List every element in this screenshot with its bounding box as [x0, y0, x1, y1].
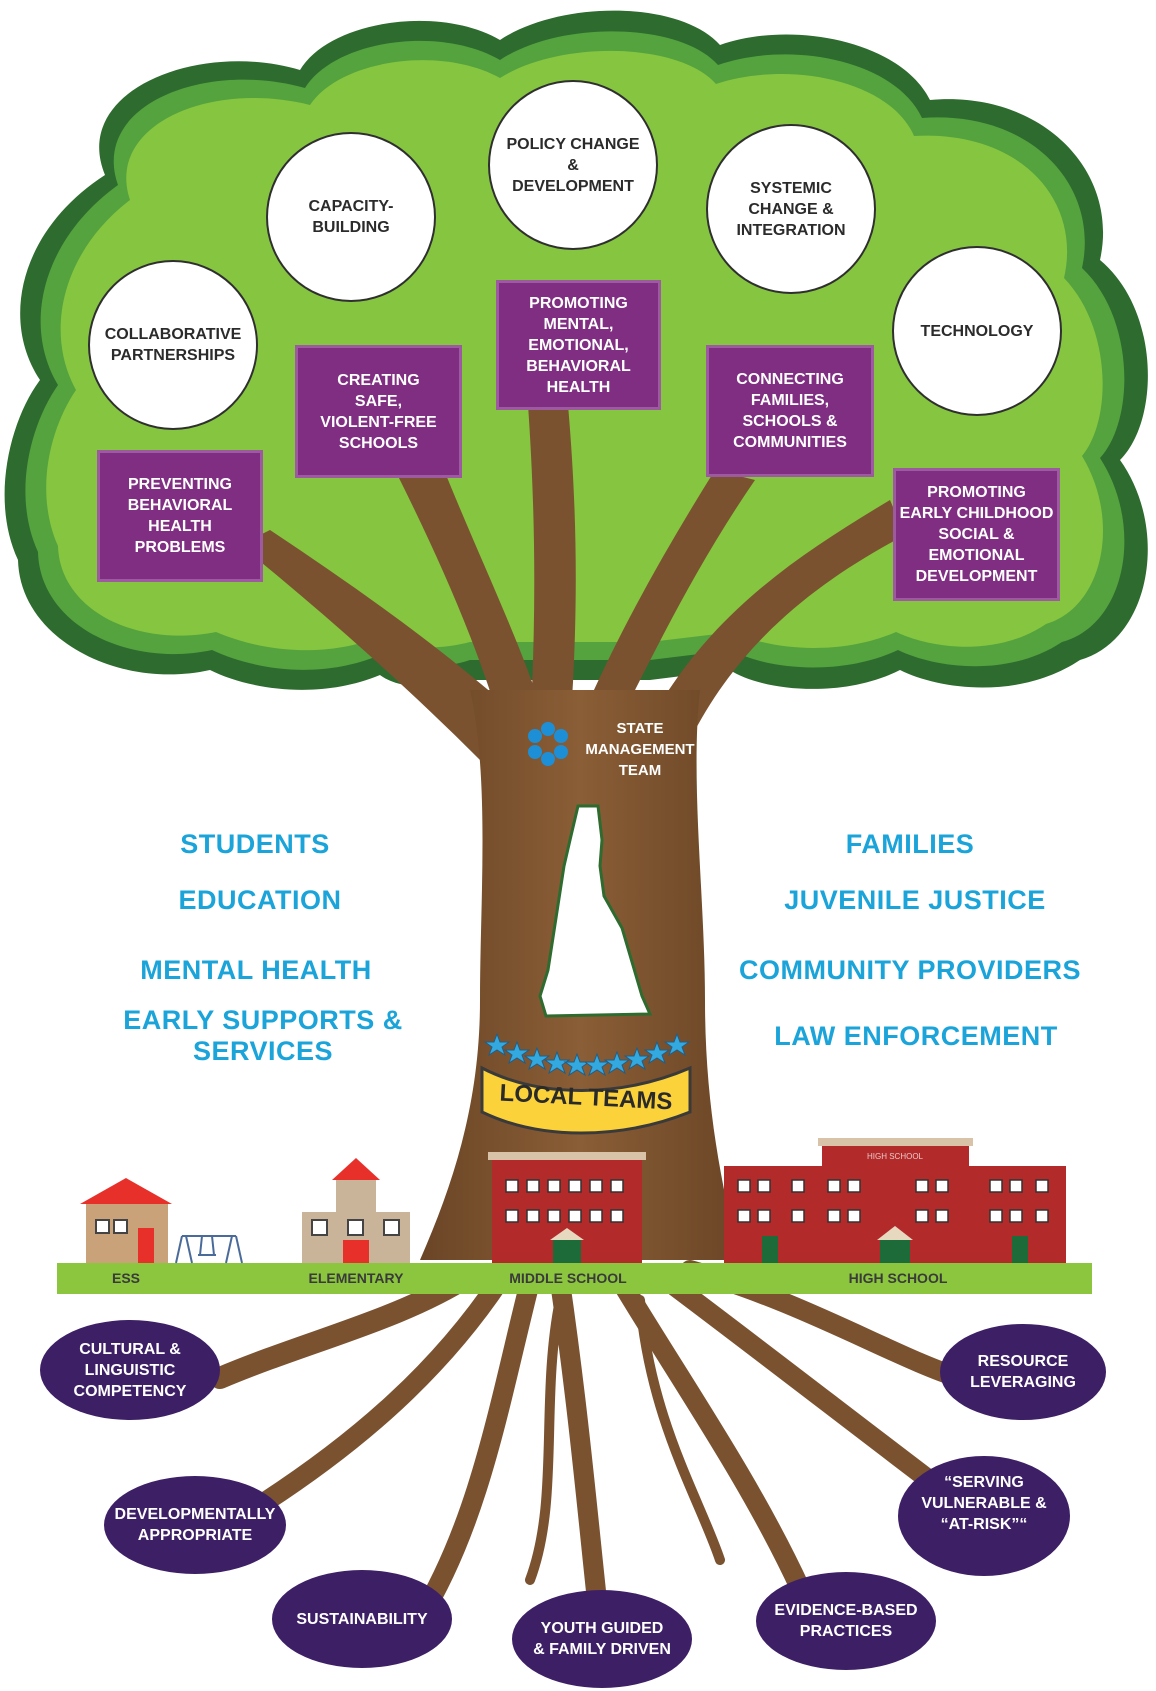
- circle-policy-change: POLICY CHANGE & DEVELOPMENT: [488, 80, 658, 250]
- root-sustainability: SUSTAINABILITY: [272, 1570, 452, 1668]
- local-teams-stars: [483, 1032, 691, 1077]
- middle-school-building: [488, 1152, 646, 1263]
- box-preventing-behavioral-health: PREVENTING BEHAVIORAL HEALTH PROBLEMS: [97, 450, 263, 582]
- star-icon: [663, 1032, 691, 1057]
- state-team-icon: [528, 722, 568, 766]
- circle-collaborative-partnerships: COLLABORATIVE PARTNERSHIPS: [88, 260, 258, 430]
- swing-set-icon: [175, 1235, 243, 1264]
- high-school-building: [724, 1138, 1066, 1263]
- elementary-building: [302, 1158, 410, 1263]
- root-cultural-linguistic: CULTURAL & LINGUISTIC COMPETENCY: [40, 1320, 220, 1420]
- ground-label-elementary: ELEMENTARY: [308, 1270, 404, 1286]
- stakeholder-students: STUDENTS: [180, 828, 330, 859]
- star-icon: [483, 1032, 511, 1057]
- stakeholder-families: FAMILIES: [845, 828, 975, 859]
- box-early-childhood: PROMOTING EARLY CHILDHOOD SOCIAL & EMOTI…: [893, 468, 1060, 601]
- stakeholder-community-providers: COMMUNITY PROVIDERS: [738, 954, 1082, 985]
- star-icon: [543, 1050, 571, 1075]
- root-youth-guided: YOUTH GUIDED & FAMILY DRIVEN: [512, 1590, 692, 1688]
- stakeholder-education: EDUCATION: [178, 884, 342, 915]
- box-promoting-mental-health: PROMOTING MENTAL, EMOTIONAL, BEHAVIORAL …: [496, 280, 661, 410]
- high-school-sign: HIGH SCHOOL: [866, 1151, 923, 1161]
- root-serving-vulnerable: “SERVING VULNERABLE & “AT-RISK”“: [898, 1456, 1070, 1576]
- stakeholder-juvenile-justice: JUVENILE JUSTICE: [784, 884, 1046, 915]
- circle-capacity-building: CAPACITY- BUILDING: [266, 132, 436, 302]
- ground-label-middle-school: MIDDLE SCHOOL: [509, 1270, 627, 1286]
- local-teams-banner: [480, 1065, 692, 1135]
- star-icon: [523, 1046, 551, 1071]
- root-developmentally-appropriate: DEVELOPMENTALLY APPROPRIATE: [104, 1476, 286, 1574]
- box-creating-safe-schools: CREATING SAFE, VIOLENT-FREE SCHOOLS: [295, 345, 462, 478]
- star-icon: [623, 1046, 651, 1071]
- nh-state-outline-icon: [538, 804, 653, 1018]
- circle-systemic-change: SYSTEMIC CHANGE & INTEGRATION: [706, 124, 876, 294]
- ess-building: [80, 1178, 172, 1263]
- stakeholder-mental-health: MENTAL HEALTH: [140, 954, 372, 985]
- circle-technology: TECHNOLOGY: [892, 246, 1062, 416]
- star-icon: [643, 1040, 671, 1065]
- star-icon: [583, 1052, 611, 1077]
- ground-label-high-school: HIGH SCHOOL: [848, 1270, 948, 1286]
- branches: [240, 405, 905, 760]
- star-icon: [603, 1050, 631, 1075]
- box-connecting-families: CONNECTING FAMILIES, SCHOOLS & COMMUNITI…: [706, 345, 874, 477]
- ground-strip: [57, 1263, 1092, 1294]
- star-icon: [503, 1040, 531, 1065]
- ground-label-ess: ESS: [111, 1270, 140, 1286]
- stakeholder-early-supports: EARLY SUPPORTS & SERVICES: [123, 1005, 403, 1066]
- stakeholder-law-enforcement: LAW ENFORCEMENT: [774, 1020, 1058, 1051]
- state-management-team-label: STATE MANAGEMENT TEAM: [585, 719, 695, 779]
- root-resource-leveraging: RESOURCE LEVERAGING: [940, 1324, 1106, 1420]
- root-evidence-based: EVIDENCE-BASED PRACTICES: [756, 1572, 936, 1670]
